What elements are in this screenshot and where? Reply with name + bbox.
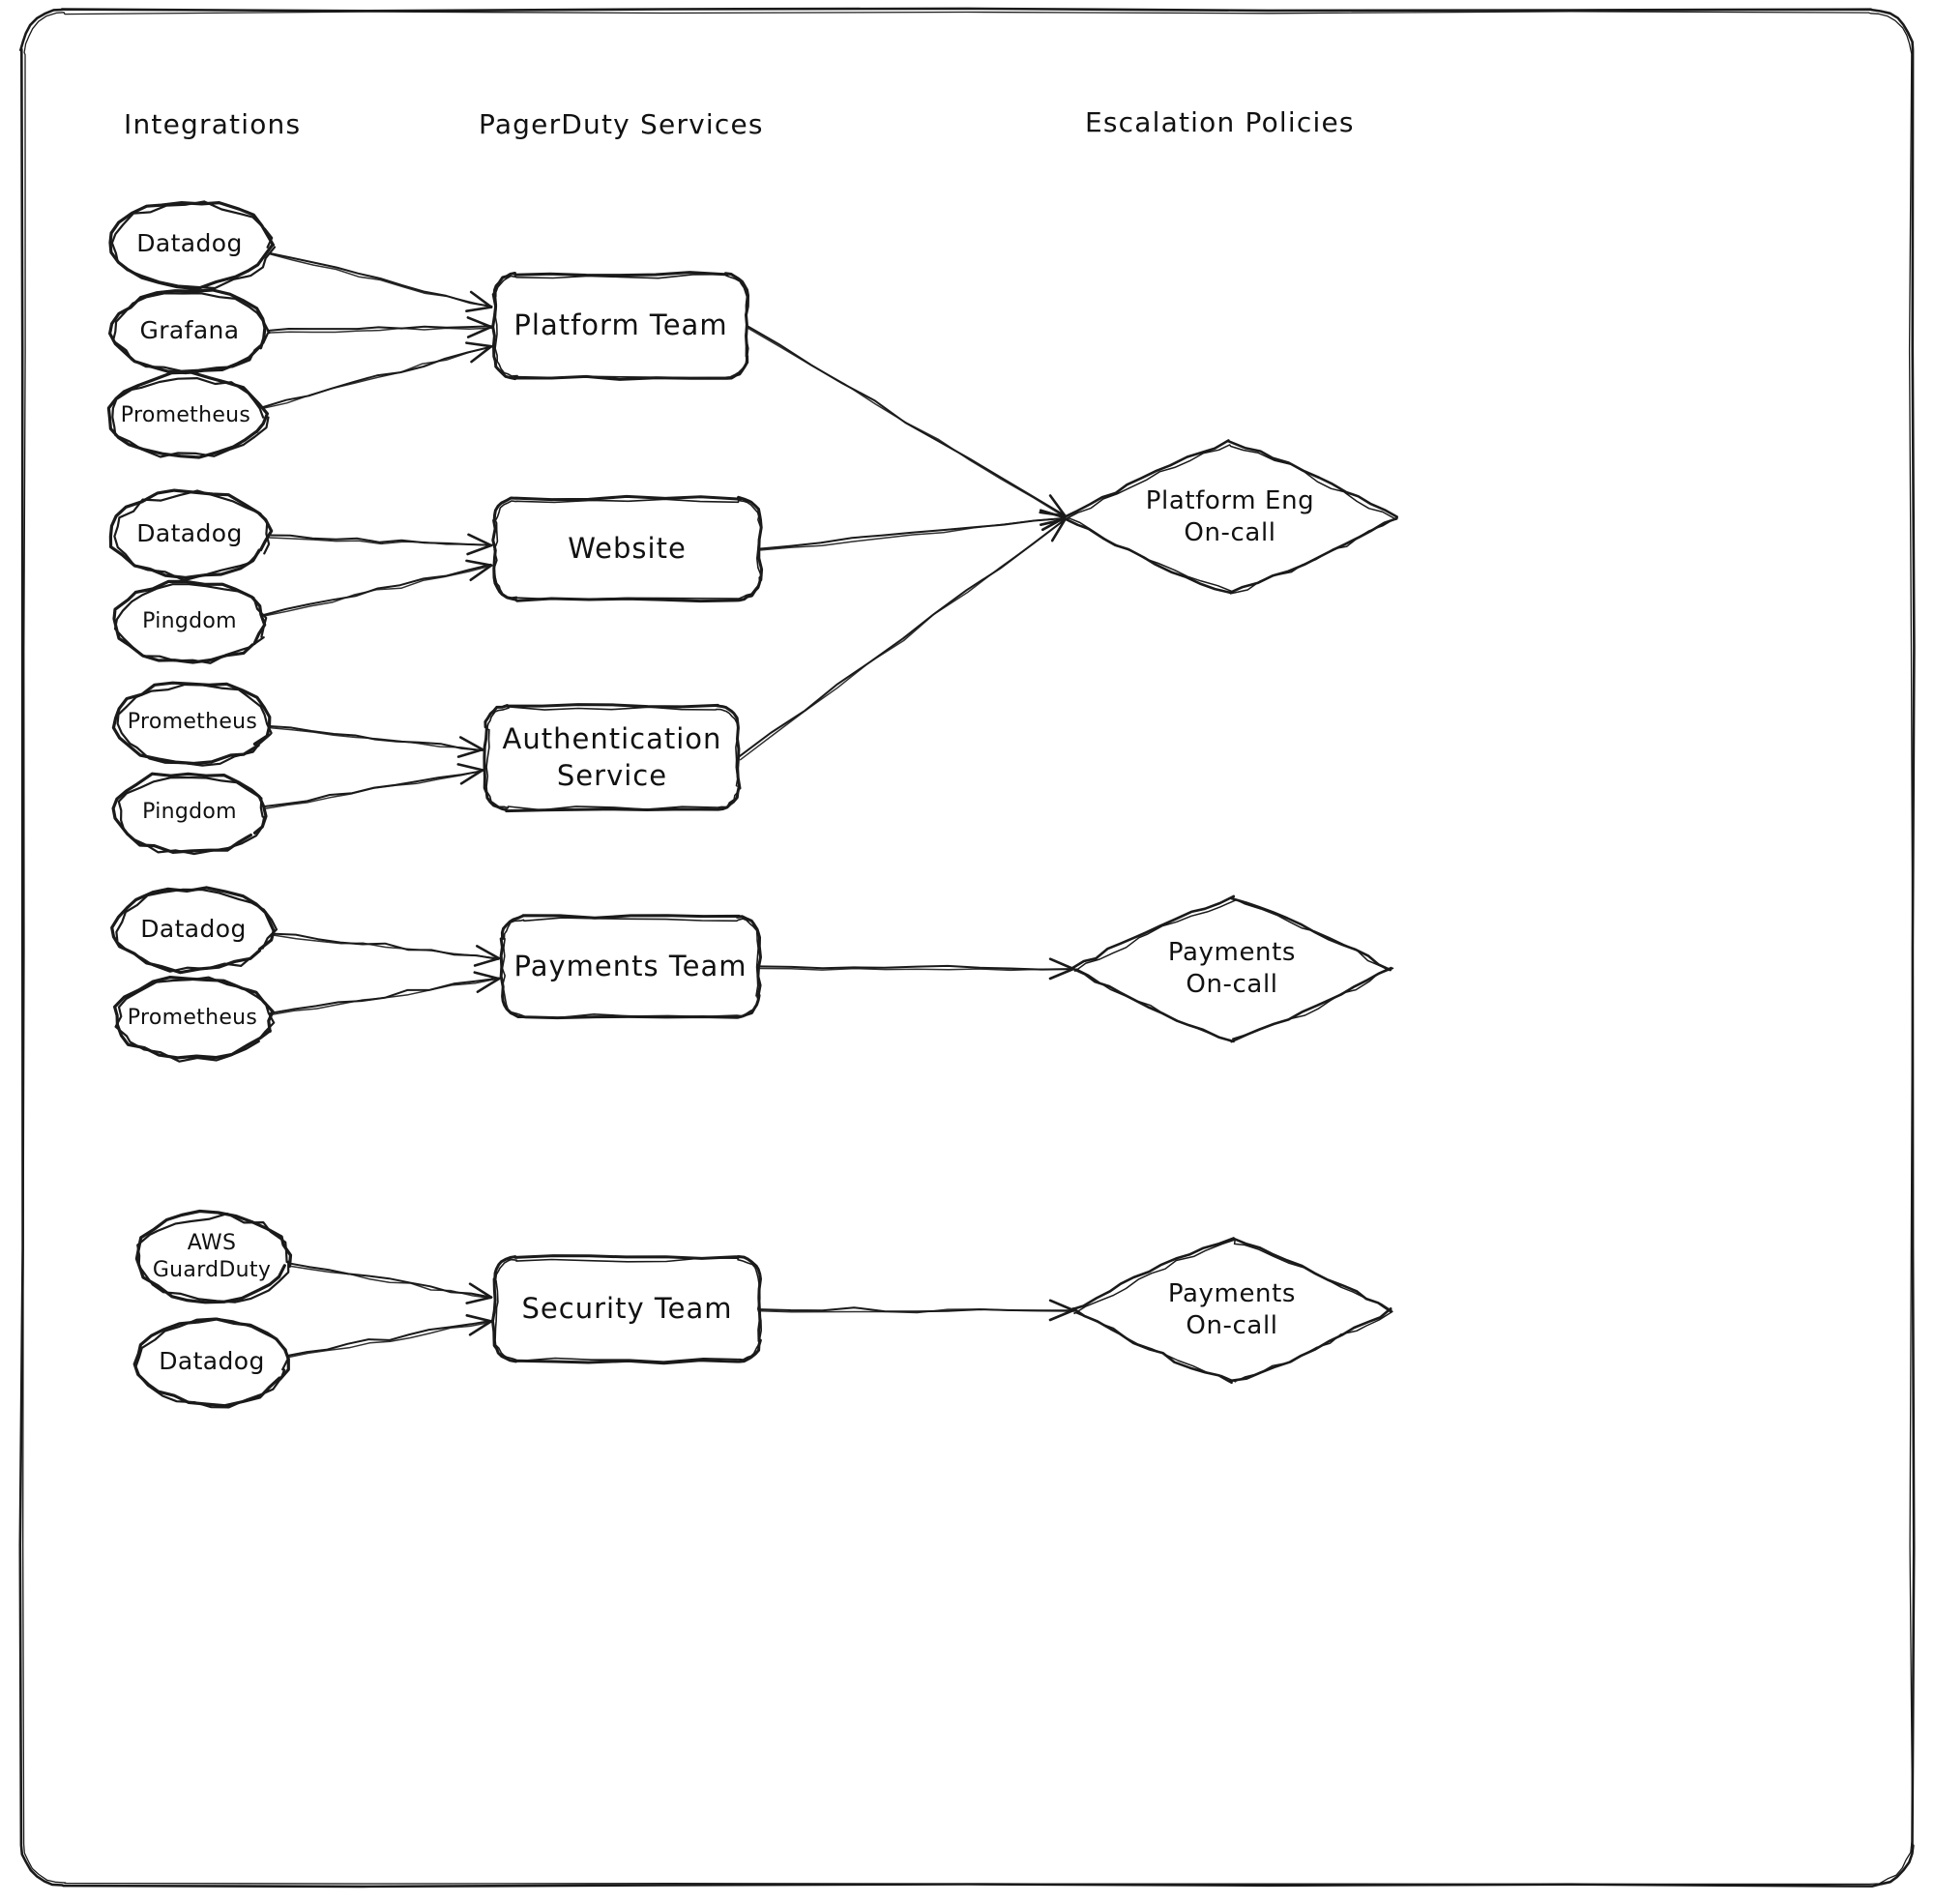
integration-node-int-datadog-4[interactable] <box>132 1317 290 1409</box>
integration-node-int-aws-guardduty[interactable] <box>134 1209 293 1304</box>
integration-node-int-prometheus-2[interactable] <box>111 681 273 767</box>
edge-e-auth-policy <box>738 517 1067 761</box>
policy-node-pol-payments-oncall-2[interactable] <box>1070 1237 1393 1385</box>
integration-node-int-datadog-1[interactable] <box>108 200 277 291</box>
edge-e-payments-policy <box>757 957 1075 981</box>
service-node-svc-auth-service[interactable] <box>483 703 742 813</box>
service-node-svc-website[interactable] <box>491 494 764 603</box>
outer-frame <box>18 7 1916 1889</box>
edge-e-grafana1-platform <box>266 316 493 338</box>
integration-node-int-datadog-2[interactable] <box>108 488 274 582</box>
policy-node-pol-platform-eng-oncall[interactable] <box>1061 439 1398 595</box>
edge-e-prometheus3-payments <box>269 971 501 1015</box>
integration-node-int-datadog-3[interactable] <box>110 886 278 975</box>
integration-node-int-pingdom-2[interactable] <box>111 772 268 856</box>
edge-e-datadog3-payments <box>271 932 501 967</box>
integration-node-int-prometheus-3[interactable] <box>113 976 276 1063</box>
edge-e-prometheus1-platform <box>262 341 493 409</box>
edge-e-guardduty-security <box>287 1262 493 1304</box>
edge-e-datadog1-platform <box>268 251 493 312</box>
edge-e-pingdom2-auth <box>263 763 484 809</box>
edge-e-security-policy <box>759 1299 1075 1322</box>
integration-node-int-pingdom-1[interactable] <box>112 579 268 664</box>
edge-e-platform-policy <box>747 325 1067 518</box>
edge-e-website-policy <box>759 509 1067 551</box>
nodes-group <box>106 200 1398 1409</box>
edges-group <box>262 251 1075 1359</box>
edge-e-prometheus2-auth <box>268 725 484 758</box>
policy-node-pol-payments-oncall-1[interactable] <box>1070 894 1394 1043</box>
edge-e-datadog2-website <box>267 533 493 556</box>
column-header-escalation-policies: Escalation Policies <box>1085 106 1355 138</box>
edge-e-pingdom1-website <box>262 559 493 617</box>
service-node-svc-payments-team[interactable] <box>499 914 762 1020</box>
service-node-svc-security-team[interactable] <box>491 1254 762 1365</box>
edge-e-datadog4-security <box>285 1314 493 1359</box>
service-node-svc-platform-team[interactable] <box>491 271 749 381</box>
column-header-integrations: Integrations <box>124 108 302 140</box>
integration-node-int-grafana-1[interactable] <box>108 288 271 375</box>
column-header-pagerduty-services: PagerDuty Services <box>479 108 764 140</box>
integration-node-int-prometheus-1[interactable] <box>106 370 270 459</box>
